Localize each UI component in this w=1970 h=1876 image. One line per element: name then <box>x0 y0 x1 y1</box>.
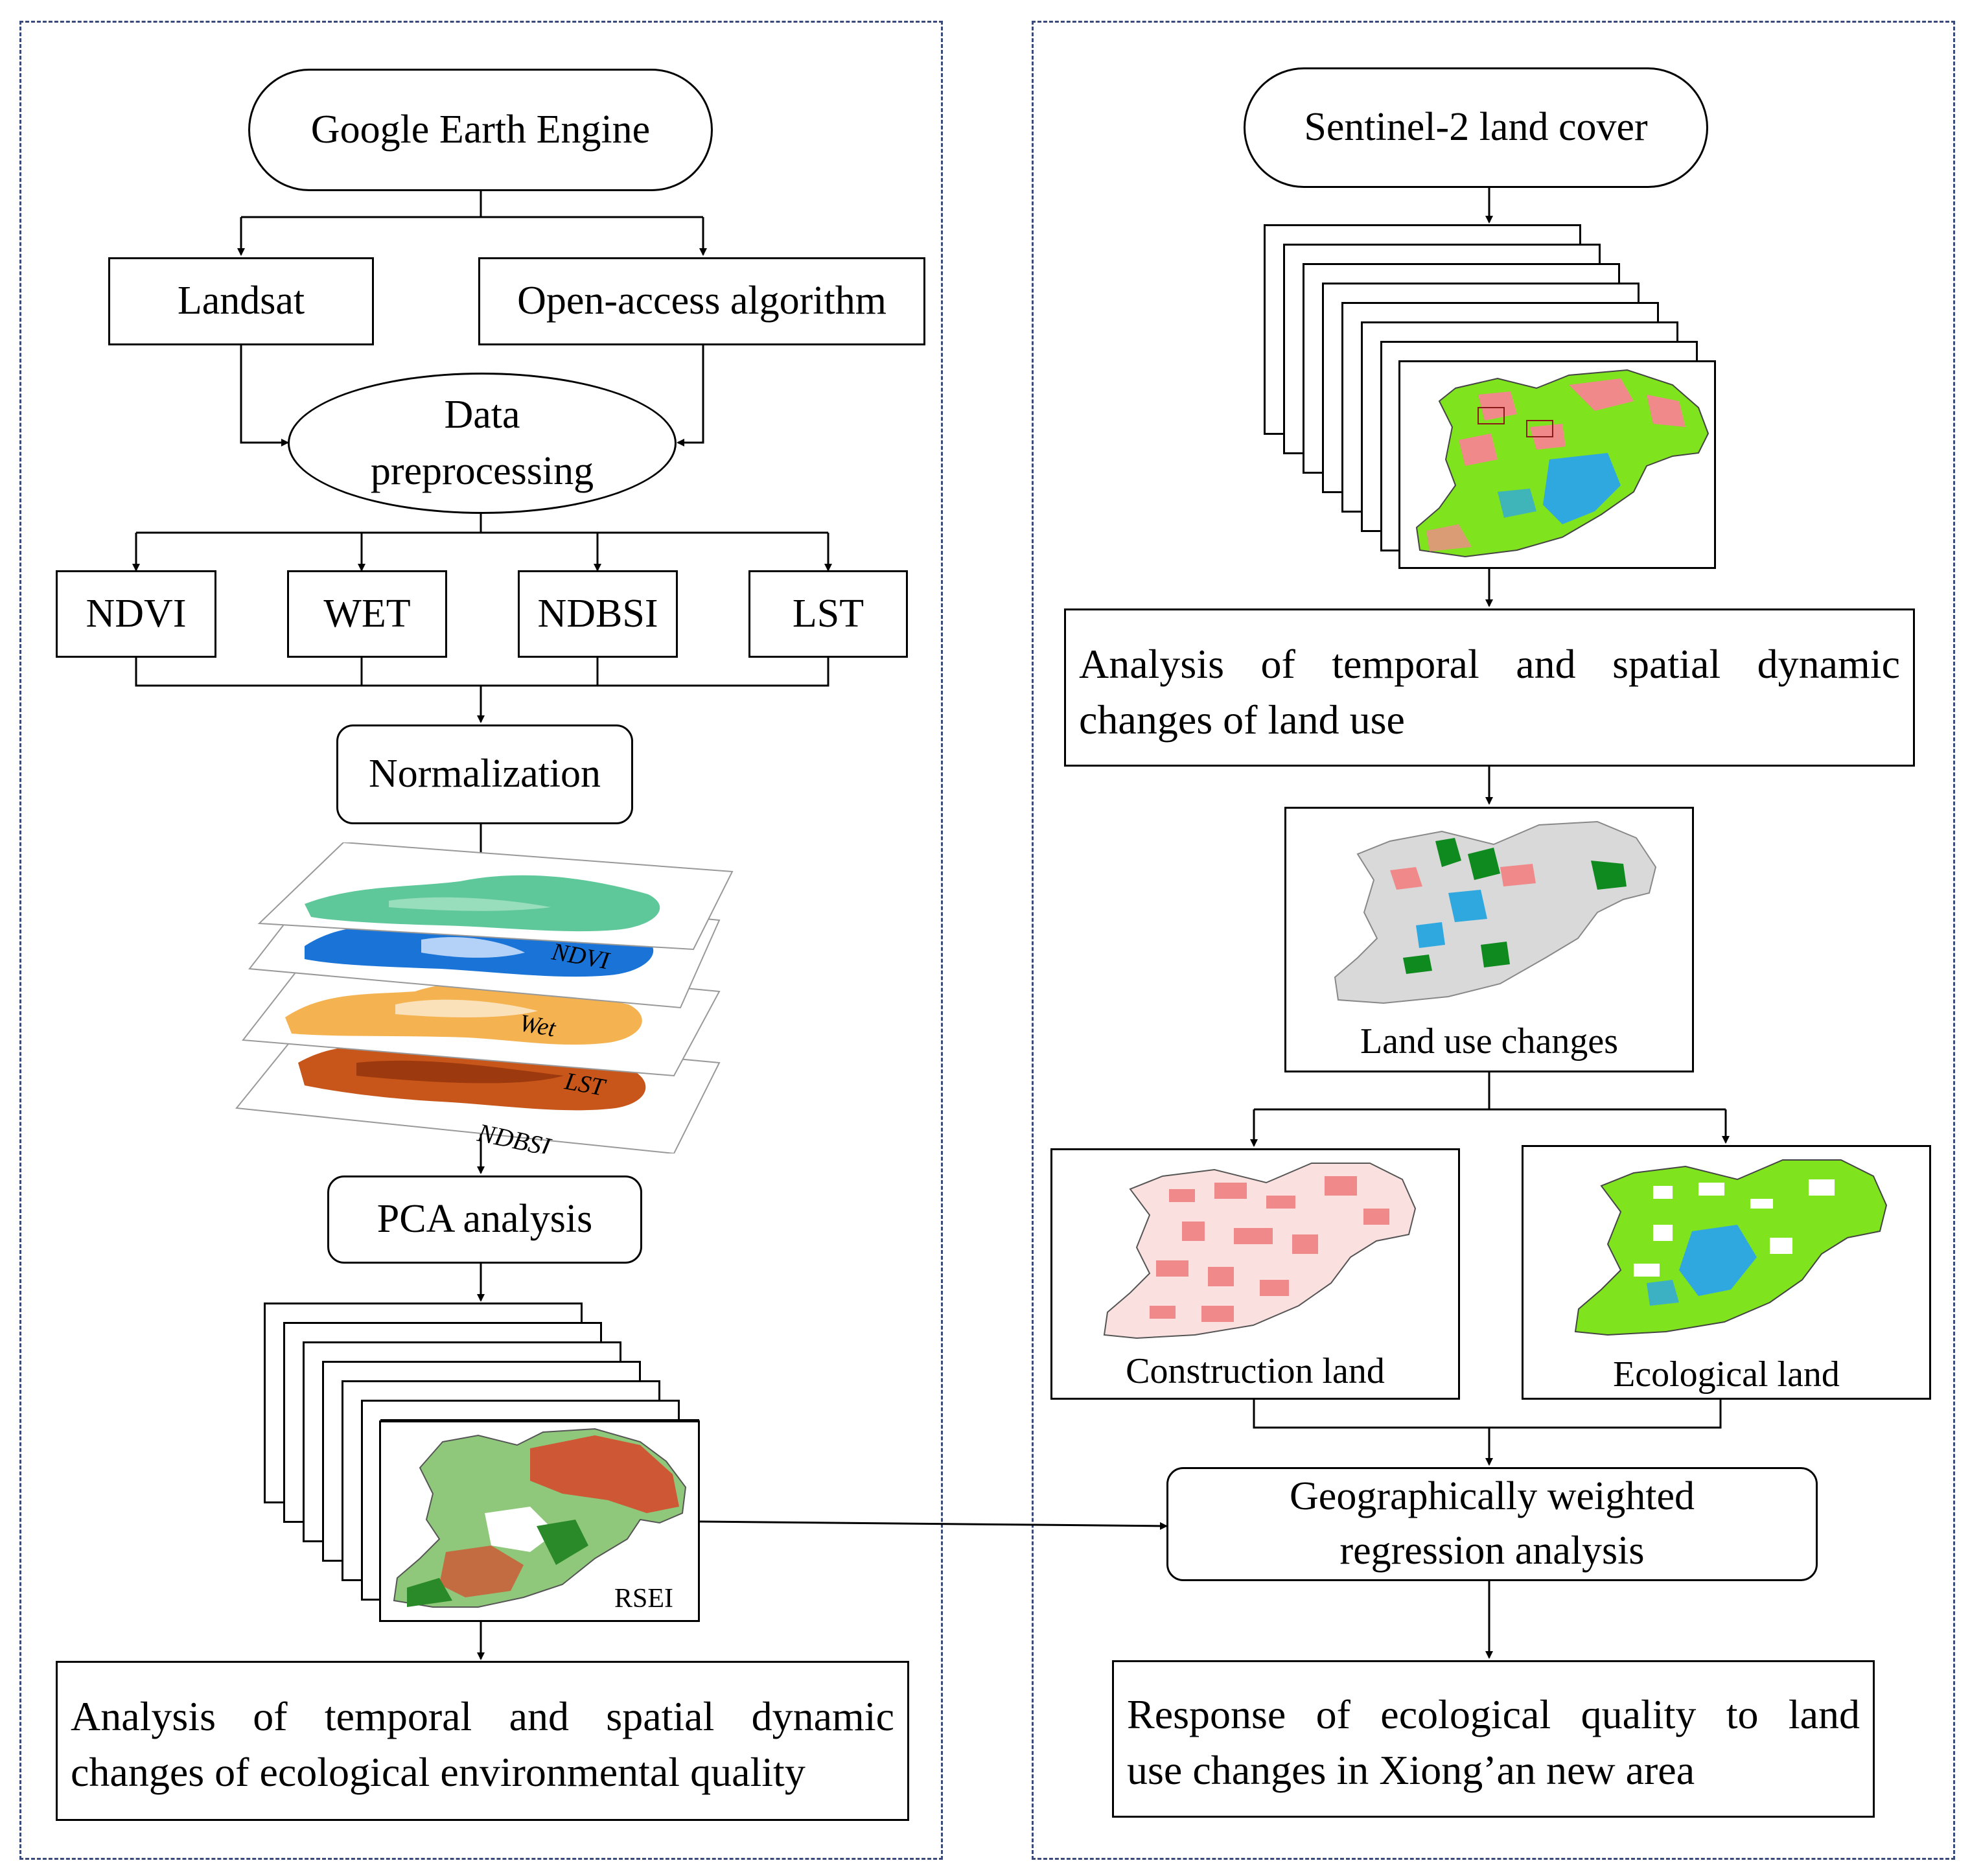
construction-land-caption: Construction land <box>1126 1351 1385 1391</box>
gwr-analysis-line1: Geographically weighted <box>1290 1474 1695 1519</box>
landsat-node: Landsat <box>108 257 374 345</box>
land-use-changes-frame <box>1284 807 1694 1072</box>
lst-layer: LST <box>242 951 721 1102</box>
landcover-map-frame <box>1398 360 1716 569</box>
normalization-node: Normalization <box>336 724 633 824</box>
open-access-algorithm-node: Open-access algorithm <box>478 257 925 345</box>
sentinel-2-label: Sentinel-2 land cover <box>1304 105 1648 150</box>
response-line2: use changes in Xiong’an new area <box>1127 1747 1695 1794</box>
land-use-changes-caption: Land use changes <box>1360 1021 1619 1061</box>
gwr-analysis-line2: regression analysis <box>1339 1529 1645 1573</box>
response-node: Response of ecological quality to land u… <box>1112 1660 1875 1818</box>
data-preprocessing-node: Data preprocessing <box>288 373 677 514</box>
ecological-land-frame <box>1522 1145 1931 1400</box>
data-preprocessing-line2: preprocessing <box>370 449 594 493</box>
response-line1: Response of ecological quality to land <box>1127 1691 1860 1737</box>
open-access-algorithm-label: Open-access algorithm <box>517 279 886 323</box>
ecological-land-map <box>1574 1159 1888 1336</box>
land-use-analysis-node: Analysis of temporal and spatial dynamic… <box>1064 608 1915 767</box>
landsat-label: Landsat <box>177 279 305 323</box>
ndvi-layer: NDVI <box>257 842 734 975</box>
pca-analysis-node: PCA analysis <box>327 1175 642 1264</box>
construction-land-map <box>1103 1163 1417 1339</box>
landcover-map <box>1415 369 1709 558</box>
ndbsi-node: NDBSI <box>518 570 678 658</box>
normalization-label: Normalization <box>368 752 601 796</box>
lst-label: LST <box>792 591 864 636</box>
ecological-quality-analysis-node: Analysis of temporal and spatial dynamic… <box>56 1661 909 1821</box>
lst-node: LST <box>748 570 908 658</box>
ndbsi-label: NDBSI <box>537 591 658 636</box>
land-use-changes-map <box>1334 820 1657 1004</box>
wet-layer-label: Wet <box>517 1010 558 1043</box>
land-use-analysis-line2: changes of land use <box>1079 697 1405 743</box>
construction-land-frame <box>1050 1148 1460 1400</box>
ecological-land-caption: Ecological land <box>1613 1354 1840 1395</box>
right-panel <box>1032 21 1955 1860</box>
ecological-quality-analysis-line2: changes of ecological environmental qual… <box>71 1749 805 1796</box>
wet-label: WET <box>323 591 411 636</box>
gwr-analysis-node: Geographically weighted regression analy… <box>1166 1467 1818 1581</box>
rsei-label: RSEI <box>614 1584 673 1614</box>
ndvi-node: NDVI <box>56 570 216 658</box>
ndvi-label: NDVI <box>86 591 187 636</box>
google-earth-engine-node: Google Earth Engine <box>248 69 713 191</box>
index-layer-stack: NDBSI LST Wet NDVI <box>235 842 734 1153</box>
rsei-map-frame: RSEI <box>379 1420 700 1622</box>
google-earth-engine-label: Google Earth Engine <box>310 107 651 152</box>
ecological-quality-analysis-line1: Analysis of temporal and spatial dynamic <box>71 1693 894 1739</box>
rsei-map: RSEI <box>393 1428 687 1614</box>
pca-analysis-label: PCA analysis <box>377 1197 593 1242</box>
land-use-analysis-line1: Analysis of temporal and spatial dynamic <box>1079 641 1900 687</box>
data-preprocessing-line1: Data <box>444 393 520 437</box>
sentinel-2-node: Sentinel-2 land cover <box>1244 67 1708 188</box>
wet-node: WET <box>287 570 447 658</box>
left-panel <box>19 21 943 1860</box>
